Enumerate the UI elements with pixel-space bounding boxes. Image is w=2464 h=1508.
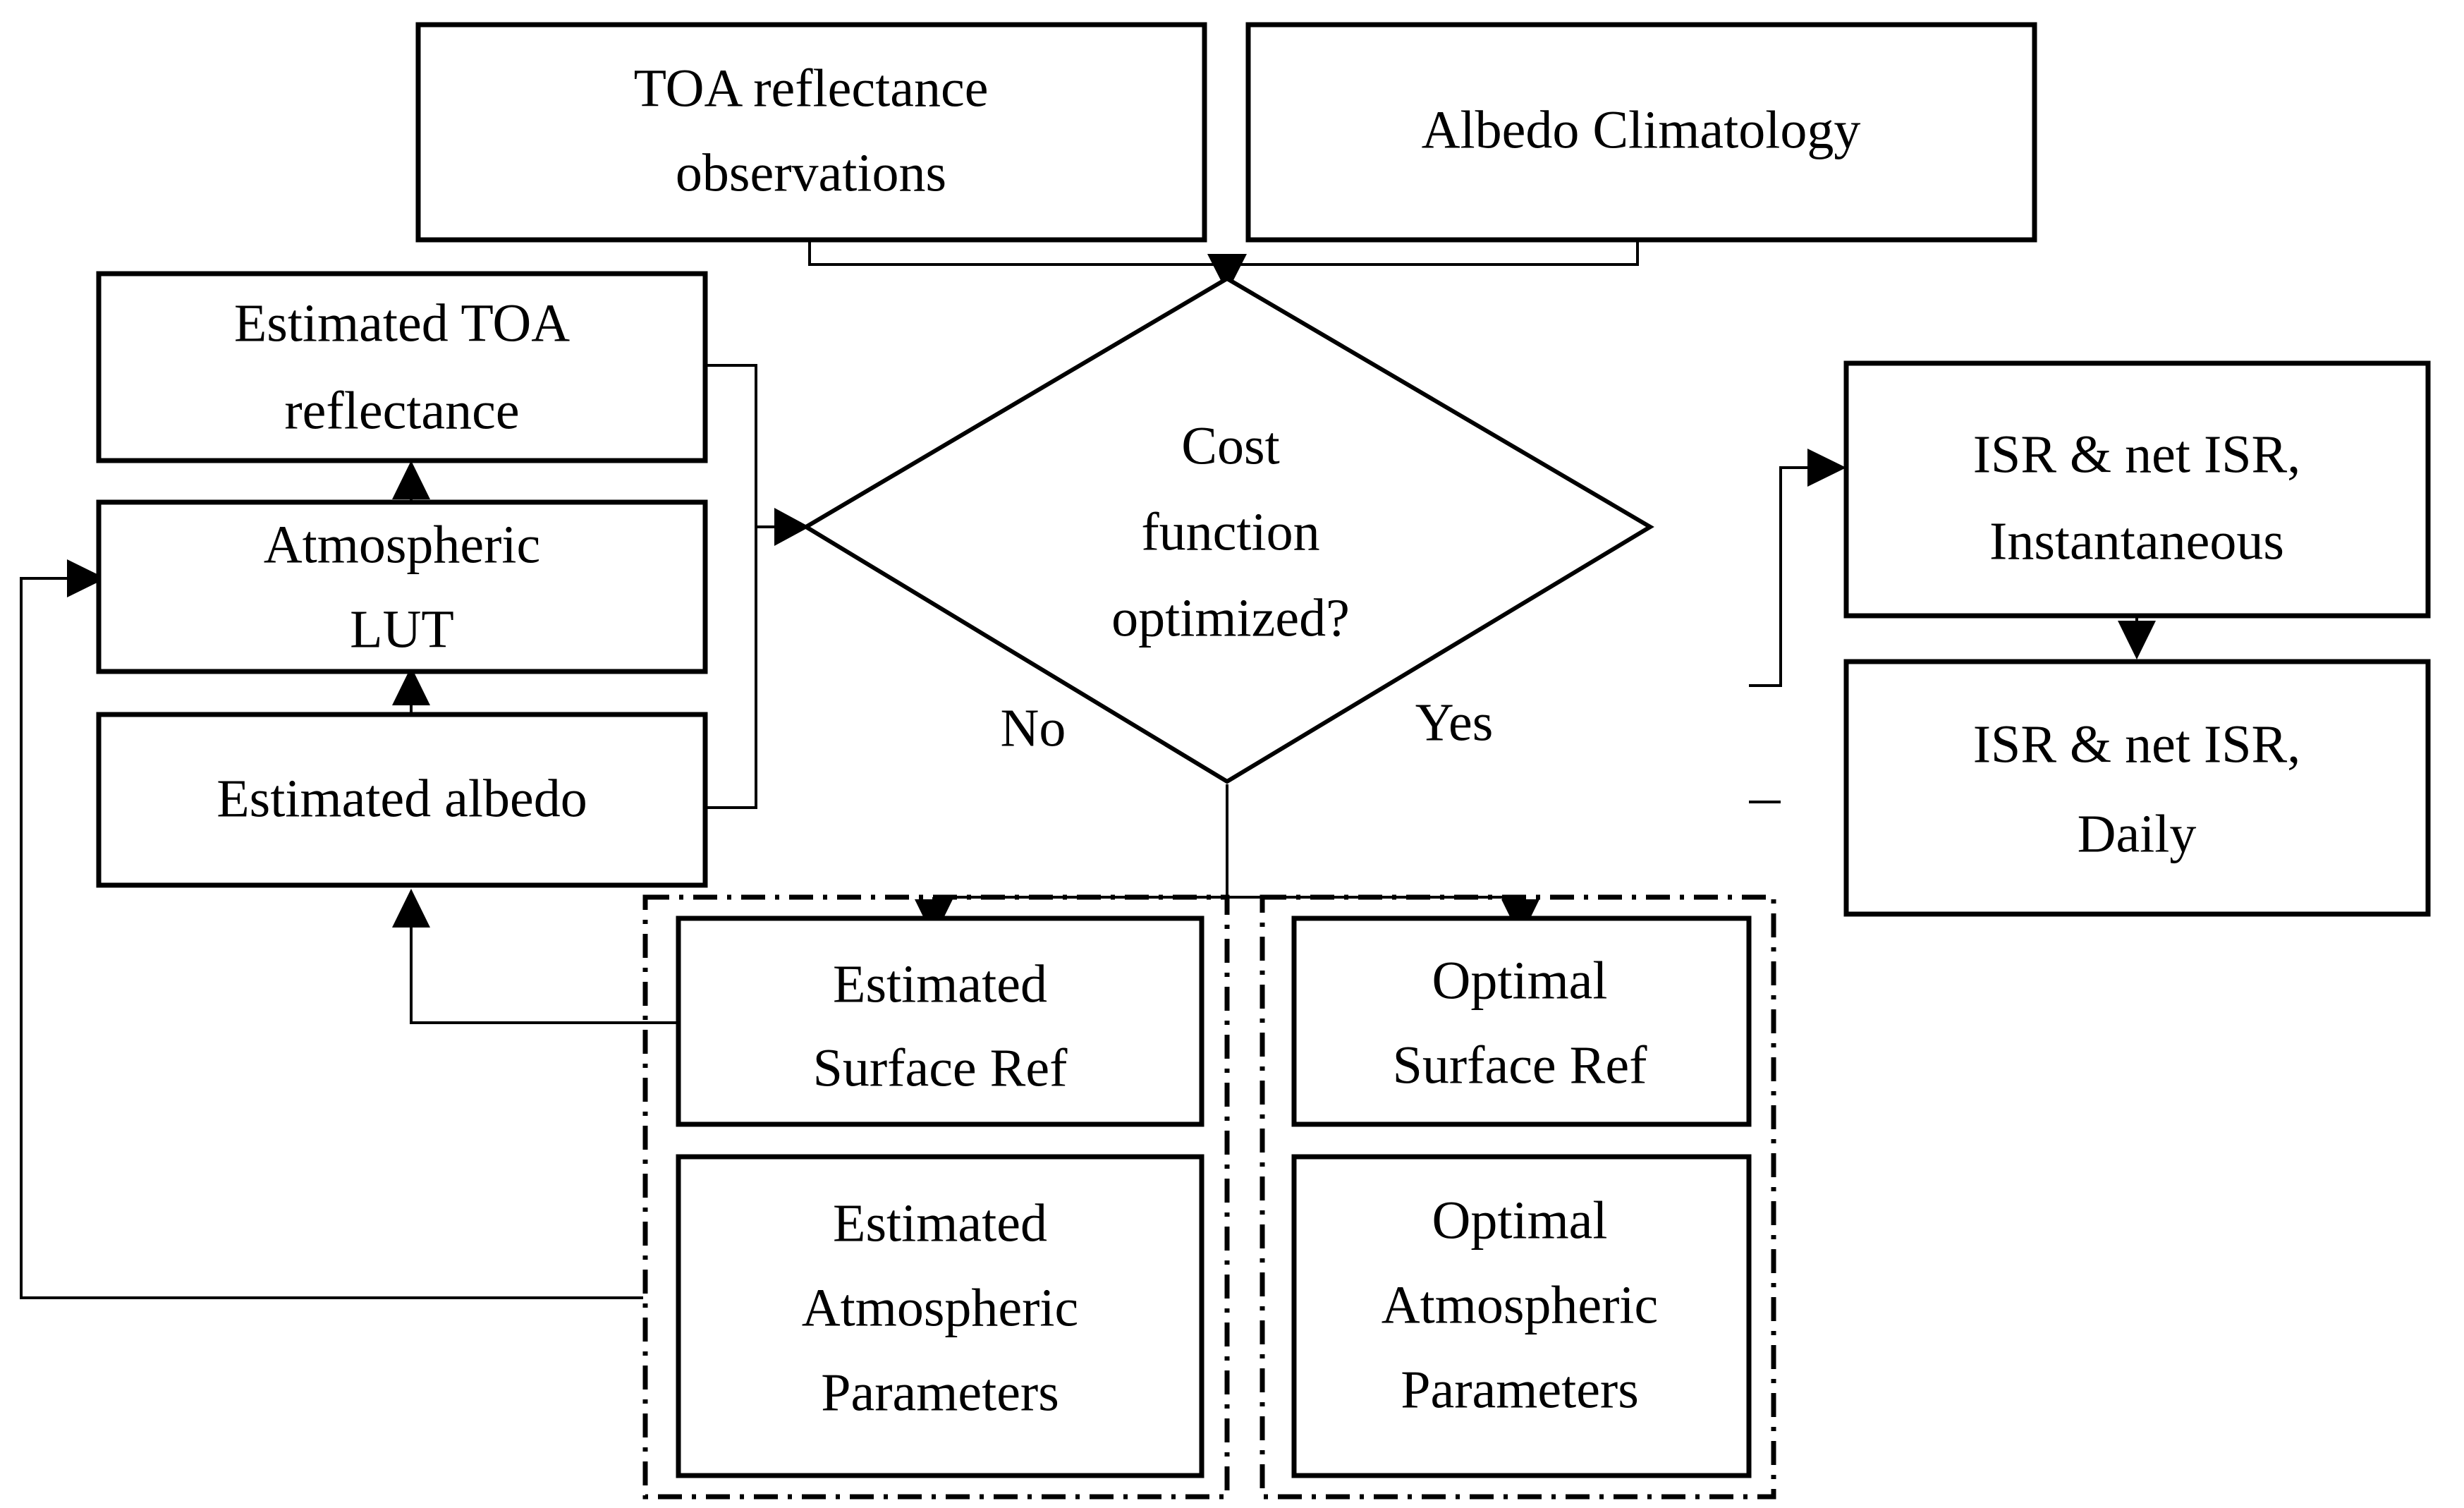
connector-left-column-to-decision [705,364,810,809]
connector-decision-to-groups [915,784,1539,938]
connector-isr-instantaneous-to-daily [2118,614,2156,659]
connector-albedo-to-lut [392,667,430,712]
node-cost-function-line-2: function [1141,502,1319,561]
node-estimated-albedo[interactable] [96,712,708,888]
node-toa-observations-line-1: TOA reflectance [634,59,989,118]
node-isr-instantaneous[interactable] [1843,360,2431,619]
node-isr-instantaneous-line-1: ISR & net ISR, [1973,425,2301,484]
node-atmospheric-lut-line-2: LUT [350,600,454,659]
node-atmospheric-lut[interactable] [96,499,708,674]
branch-label-yes: Yes [1415,693,1494,752]
node-optimal-surface-ref-line-1: Optimal [1432,951,1607,1010]
node-cost-function-line-3: optimized? [1111,588,1350,647]
node-cost-function-decision[interactable] [802,276,1654,784]
node-isr-daily-line-2: Daily [2078,804,2197,863]
connector-optimal-to-isr [1749,449,1846,803]
node-cost-function-line-1: Cost [1181,416,1279,475]
node-optimal-atm-params-line-3: Parameters [1401,1360,1639,1419]
node-optimal-atm-params-line-2: Atmospheric [1382,1275,1659,1334]
node-estimated-toa-reflectance-line-2: reflectance [284,381,519,440]
node-estimated-surface-ref[interactable] [676,916,1204,1127]
node-isr-instantaneous-line-2: Instantaneous [1989,511,2284,571]
node-estimated-toa-reflectance-line-1: Estimated TOA [234,293,570,353]
node-albedo-climatology-line-1: Albedo Climatology [1422,100,1861,159]
connector-lut-to-estimated-toa [392,461,430,506]
node-albedo-climatology[interactable] [1245,22,2037,243]
node-estimated-surface-ref-line-2: Surface Ref [813,1038,1068,1097]
connector-estimated-atm-params-feedback [20,559,643,1299]
connector-estimated-surface-ref-feedback [392,889,681,1024]
node-estimated-atm-params-line-3: Parameters [821,1363,1059,1422]
node-toa-observations-line-2: observations [676,143,946,202]
node-optimal-surface-ref-line-2: Surface Ref [1393,1035,1648,1095]
estimated-group-border [642,894,1230,1500]
node-optimal-atmospheric-parameters[interactable] [1291,1154,1752,1478]
node-atmospheric-lut-line-1: Atmospheric [264,515,541,574]
node-estimated-albedo-line-1: Estimated albedo [216,769,587,828]
node-estimated-atm-params-line-2: Atmospheric [802,1278,1079,1337]
node-estimated-toa-reflectance[interactable] [96,271,708,463]
connector-top-to-decision [808,240,1639,293]
node-isr-daily-line-1: ISR & net ISR, [1973,715,2301,774]
node-estimated-surface-ref-line-1: Estimated [833,954,1047,1014]
node-optimal-atm-params-line-1: Optimal [1432,1191,1607,1250]
node-toa-observations[interactable] [415,22,1207,243]
node-estimated-atmospheric-parameters[interactable] [676,1154,1204,1478]
node-isr-daily[interactable] [1843,659,2431,917]
optimal-group-border [1260,894,1776,1500]
node-optimal-surface-ref[interactable] [1291,916,1752,1127]
branch-label-no: No [1001,698,1066,758]
node-estimated-atm-params-line-1: Estimated [833,1193,1047,1253]
